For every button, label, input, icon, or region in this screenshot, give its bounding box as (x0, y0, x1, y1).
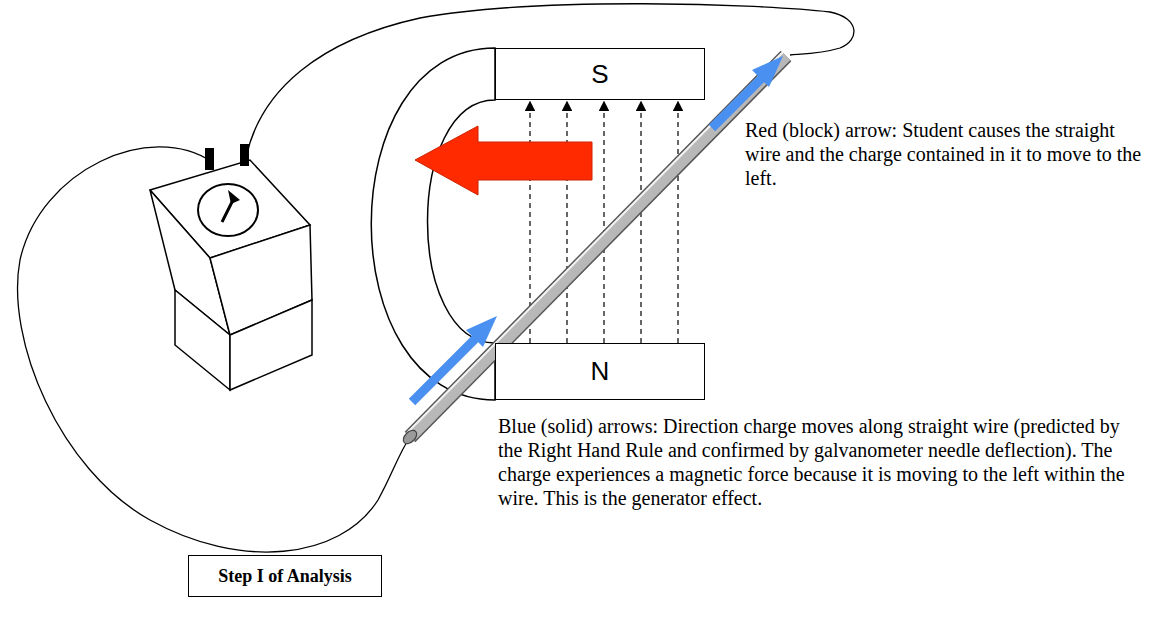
current-arrow (412, 56, 783, 402)
lead-wire (18, 147, 410, 552)
annotation-text: Blue (solid) arrows: Direction charge mo… (498, 414, 1143, 510)
straight-wire (401, 52, 786, 446)
node-text: N (591, 356, 610, 387)
node-text: S (591, 59, 608, 90)
step-label-box: Step I of Analysis (188, 555, 382, 597)
annotation-text: Red (block) arrow: Student causes the st… (745, 118, 1145, 190)
magnet-body (371, 48, 495, 400)
pole-box: S (495, 48, 705, 100)
galvanometer (150, 144, 312, 390)
motion-arrow (415, 126, 592, 195)
pole-box: N (495, 343, 705, 400)
node-text: Step I of Analysis (218, 566, 352, 587)
